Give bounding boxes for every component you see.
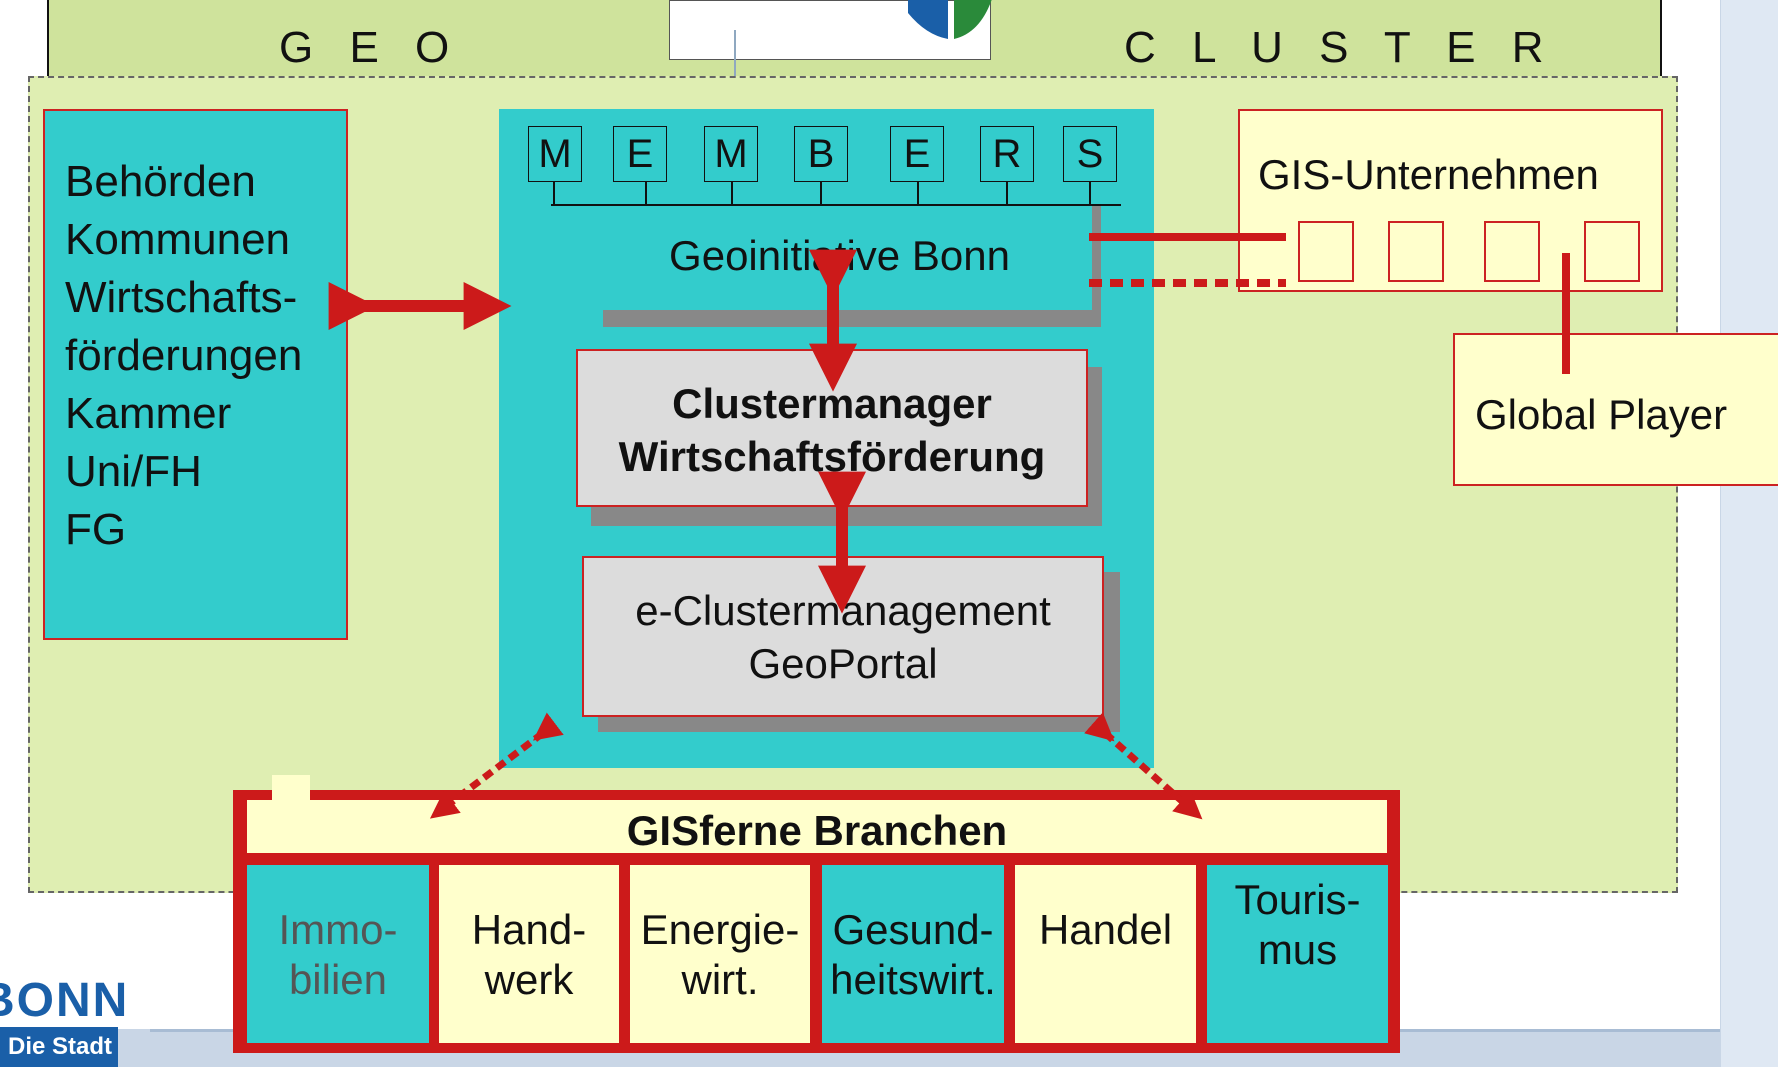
- member-connector: [645, 182, 647, 204]
- institution-label: FG: [65, 505, 127, 554]
- member-connector: [1089, 182, 1091, 204]
- member-connector: [553, 182, 555, 204]
- global-player-box: Global Player: [1453, 333, 1778, 486]
- member-bus-line: [551, 204, 1121, 206]
- branch-cell-gesundheit: Gesund-heitswirt.: [822, 865, 1004, 1043]
- member-connector: [1006, 182, 1008, 204]
- member-letter-box: E: [613, 126, 667, 182]
- institution-label: Kammer: [65, 389, 232, 438]
- company-square: [1298, 221, 1354, 282]
- branch-label: bilien: [288, 956, 388, 1004]
- member-connector: [731, 182, 733, 204]
- global-player-label: Global Player: [1475, 391, 1728, 438]
- member-letter-box: M: [704, 126, 758, 182]
- gis-companies-title: GIS-Unternehmen: [1258, 151, 1599, 198]
- member-connector: [820, 182, 822, 204]
- branch-label: heitswirt.: [830, 956, 996, 1004]
- branch-label: Handel: [1038, 906, 1173, 953]
- company-square: [1388, 221, 1444, 282]
- member-letter-box: S: [1063, 126, 1117, 182]
- branch-cell-immobilien: Immo-bilien: [247, 865, 429, 1043]
- institution-label: förderungen: [65, 331, 303, 380]
- header-notch: [272, 775, 310, 851]
- bonn-logo: BONN Die Stadt: [0, 971, 127, 1067]
- institutions-box: Behörden Kommunen Wirtschafts- förderung…: [43, 109, 348, 640]
- logo-connector-line: [734, 30, 736, 110]
- banner-geo-label: G E O: [279, 23, 462, 72]
- company-square: [1484, 221, 1540, 282]
- branch-cell-tourismus: Touris-mus: [1207, 865, 1388, 1043]
- branch-cell-handel: Handel: [1015, 865, 1196, 1043]
- member-letter-box: R: [980, 126, 1034, 182]
- bonn-logo-band: Die Stadt: [0, 1027, 118, 1067]
- member-letter-box: M: [528, 126, 582, 182]
- branch-label: wirt.: [681, 956, 759, 1004]
- ecluster-subtitle: GeoPortal: [748, 639, 938, 687]
- member-letter-box: B: [794, 126, 848, 182]
- right-sidebar-strip: [1720, 0, 1778, 1067]
- branch-label: Energie-: [640, 906, 800, 953]
- institution-label: Behörden: [65, 157, 256, 206]
- geo-logo-icon: [908, 0, 992, 39]
- branches-title: GISferne Branchen: [626, 807, 1008, 854]
- bonn-logo-text: BONN: [0, 974, 130, 1027]
- branch-label: Immo-: [278, 906, 398, 953]
- bonn-logo-bg: [0, 971, 118, 1024]
- member-letter-box: E: [890, 126, 944, 182]
- member-connector: [917, 182, 919, 204]
- banner-cluster-label: C L U S T E R: [1124, 23, 1556, 72]
- branch-label: werk: [484, 956, 574, 1004]
- bonn-logo-subtext: Die Stadt: [8, 1033, 113, 1060]
- institution-label: Uni/FH: [65, 447, 202, 496]
- branches-right-dotted-arrow: [1084, 712, 1203, 820]
- branch-cell-energie: Energie-wirt.: [630, 865, 810, 1043]
- institution-label: Kommunen: [65, 215, 291, 264]
- company-square: [1584, 221, 1640, 282]
- header-logo-box: [669, 0, 992, 60]
- branch-cell-handwerk: Hand-werk: [439, 865, 619, 1043]
- branch-label: mus: [1257, 926, 1338, 974]
- branch-label: Hand-: [471, 906, 587, 953]
- branch-label: Gesund-: [832, 906, 994, 953]
- branches-left-dotted-arrow: [429, 712, 564, 819]
- branch-label: Touris-: [1234, 876, 1361, 923]
- institution-label: Wirtschafts-: [65, 273, 298, 322]
